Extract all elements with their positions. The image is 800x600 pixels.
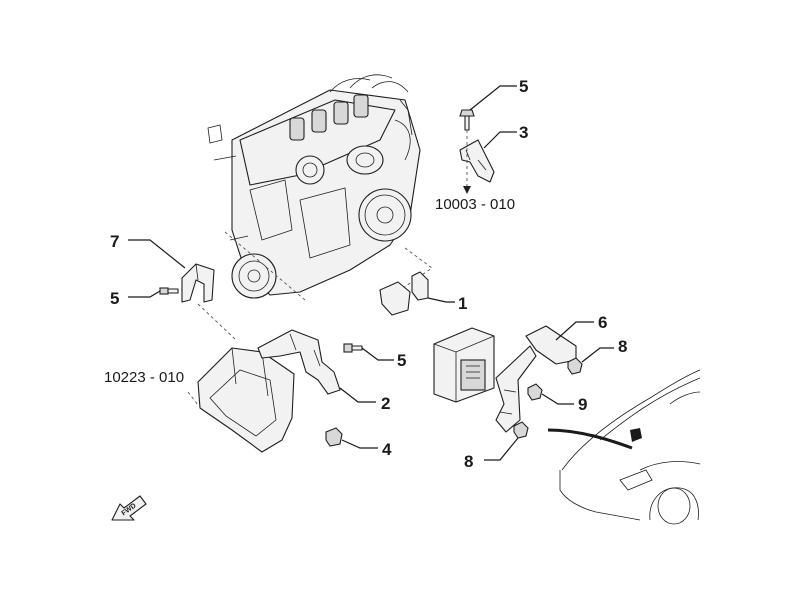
part-3-bracket [459, 139, 495, 183]
reference-10223-010: 10223 - 010 [104, 369, 184, 386]
bolt-icon-5-left [159, 287, 179, 295]
callout-6: 6 [598, 313, 607, 332]
part-2-bracket [257, 329, 341, 395]
location-arrow [547, 428, 633, 450]
callout-1: 1 [458, 294, 467, 313]
bolt-icon [459, 109, 475, 131]
part-8-nut-bottom [513, 421, 529, 439]
part-7-bracket [181, 263, 215, 303]
callout-leader-9 [541, 393, 574, 405]
callout-8-top: 8 [618, 337, 627, 356]
ecu-module-icon [433, 327, 495, 403]
callout-4: 4 [382, 440, 392, 459]
callout-leader-8-bottom [484, 437, 519, 461]
callout-leader-6 [555, 321, 594, 341]
callout-leader-3 [483, 131, 517, 149]
dashed-link-tray [187, 391, 199, 406]
callout-8-bottom: 8 [464, 452, 473, 471]
arrow-down-icon [463, 186, 471, 194]
fwd-arrow-icon: FWD [111, 495, 147, 521]
callout-2: 2 [381, 394, 390, 413]
part-8-nut-top [567, 357, 583, 375]
callout-leader-4 [341, 439, 378, 449]
callout-leader-1 [427, 297, 455, 303]
callout-7: 7 [110, 232, 119, 251]
part-4-nut [325, 427, 343, 447]
callout-9: 9 [578, 395, 587, 414]
bolt-icon-5-mid [343, 343, 363, 353]
reference-10003-010: 10003 - 010 [435, 196, 515, 213]
callout-leader-8-top [581, 347, 614, 363]
part-1-brackets [379, 271, 429, 316]
callout-leader-5-mid [361, 347, 394, 361]
callout-3: 3 [519, 123, 528, 142]
part-6-bracket [495, 325, 577, 433]
callout-leader-2 [339, 387, 376, 403]
callout-leader-7 [128, 239, 186, 269]
ecu-location-mark [630, 428, 642, 442]
callout-leader-5-top [469, 85, 517, 111]
callout-5-mid: 5 [397, 351, 406, 370]
car-outline-icon [559, 369, 701, 525]
part-9-nut [527, 383, 543, 401]
callout-5-left: 5 [110, 289, 119, 308]
engine-illustration [207, 74, 421, 299]
callout-5-top: 5 [519, 77, 528, 96]
dashed-link-7 [197, 303, 237, 341]
support-tray [197, 347, 295, 453]
callout-leader-5-left [128, 290, 161, 298]
